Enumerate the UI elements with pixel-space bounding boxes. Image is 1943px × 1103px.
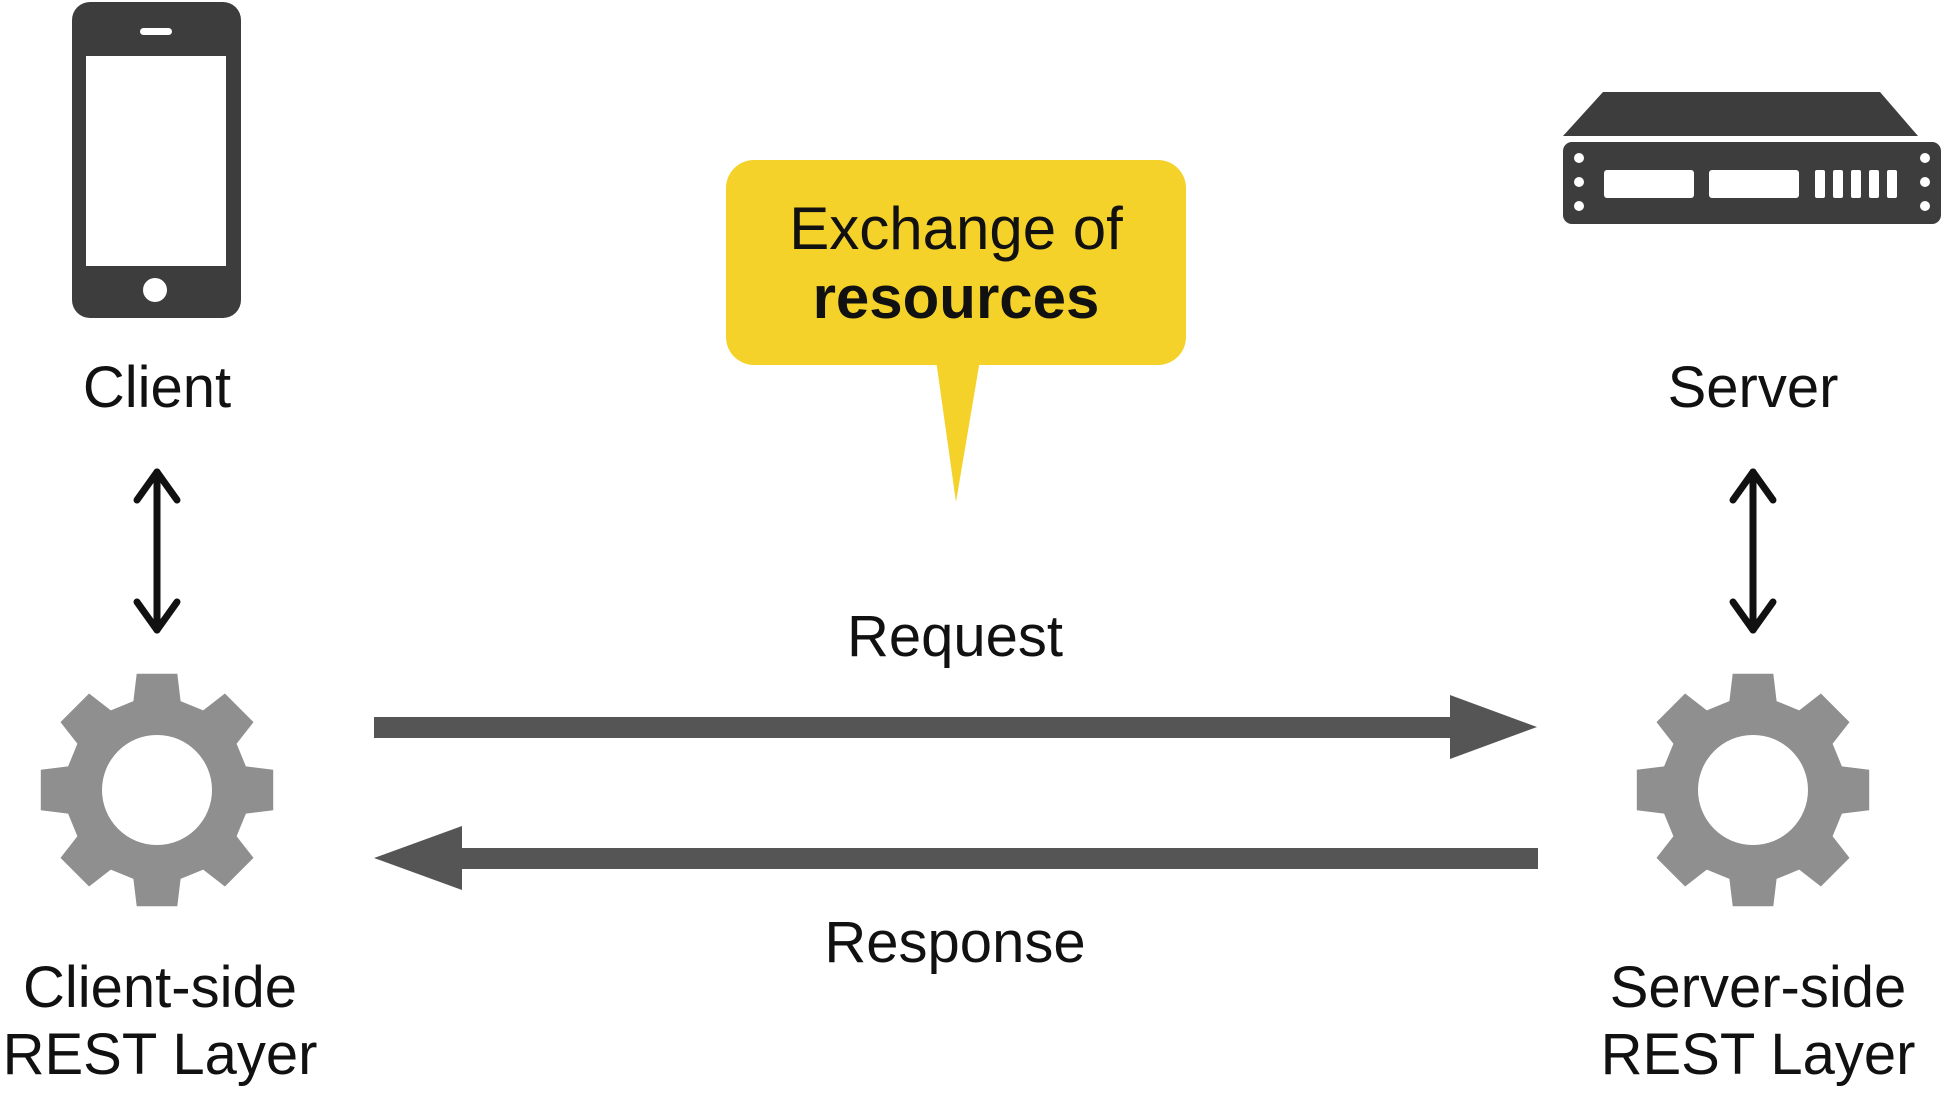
server-double-arrow	[1729, 468, 1777, 634]
client-double-arrow	[133, 468, 181, 634]
server-layer-line-1: Server-side	[1609, 955, 1907, 1020]
response-label: Response	[824, 910, 1086, 975]
server-label: Server	[1667, 355, 1839, 420]
client-layer-line-2: REST Layer	[2, 1021, 318, 1087]
server-layer-line-2: REST Layer	[1600, 1021, 1916, 1087]
client-layer-label: Client-side REST Layer	[0, 955, 320, 1088]
callout-line-2: resources	[812, 263, 1100, 331]
client-layer-line-1: Client-side	[23, 955, 297, 1020]
gear-hole	[102, 735, 212, 845]
smartphone-icon	[72, 2, 241, 318]
gear-icon	[40, 673, 274, 907]
gear-icon	[1636, 673, 1870, 907]
callout-bubble: Exchange of resources	[726, 160, 1186, 365]
server-layer-label: Server-side REST Layer	[1588, 955, 1928, 1088]
server-rack-icon	[1563, 92, 1941, 224]
client-label: Client	[82, 355, 232, 420]
request-arrow	[374, 695, 1537, 759]
callout-tail	[936, 360, 980, 502]
callout-line-1: Exchange of	[789, 194, 1123, 262]
response-arrow	[374, 826, 1538, 890]
gear-hole	[1698, 735, 1808, 845]
request-label: Request	[846, 604, 1064, 669]
